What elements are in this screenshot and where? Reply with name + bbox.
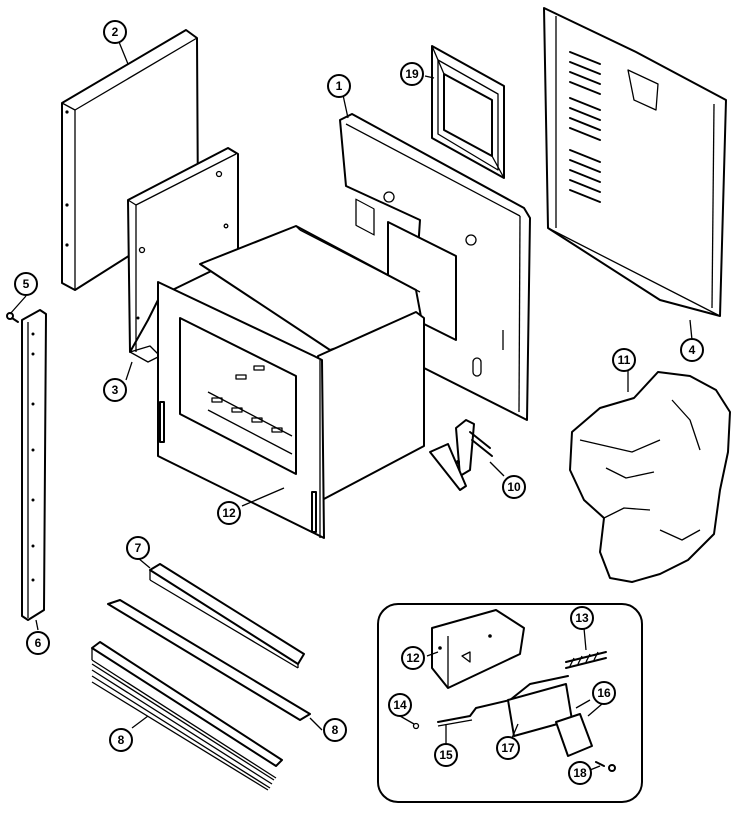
oven-cavity (157, 225, 425, 539)
svg-text:13: 13 (575, 611, 589, 625)
part-16-switch (555, 699, 593, 757)
part-14-pin (412, 722, 420, 730)
callout-12-inset: 12 (401, 646, 425, 670)
part-3-inner-panel (127, 147, 239, 363)
part-5-screw (6, 312, 19, 323)
svg-text:2: 2 (112, 25, 119, 39)
part-19-window-frame (431, 45, 505, 179)
callout-16: 16 (592, 681, 616, 705)
callout-14: 14 (388, 693, 412, 717)
callout-4: 4 (680, 338, 704, 362)
svg-text:4: 4 (689, 343, 696, 357)
callout-17: 17 (496, 736, 520, 760)
callout-1: 1 (327, 74, 351, 98)
svg-text:17: 17 (501, 741, 515, 755)
svg-text:12: 12 (406, 651, 420, 665)
callout-12-cavity: 12 (217, 501, 241, 525)
svg-text:19: 19 (405, 67, 419, 81)
svg-text:3: 3 (112, 383, 119, 397)
callout-7: 7 (126, 536, 150, 560)
svg-text:12: 12 (222, 506, 236, 520)
part-15-rod (437, 675, 569, 727)
callout-2: 2 (103, 20, 127, 44)
svg-text:8: 8 (118, 733, 125, 747)
svg-text:7: 7 (135, 541, 142, 555)
callout-10: 10 (502, 475, 526, 499)
callout-19: 19 (400, 62, 424, 86)
svg-text:14: 14 (393, 698, 407, 712)
part-4-rear-cover (543, 7, 727, 317)
callout-11: 11 (612, 348, 636, 372)
svg-text:16: 16 (597, 686, 611, 700)
svg-text:1: 1 (336, 79, 343, 93)
callout-18: 18 (568, 761, 592, 785)
vent-slots (569, 51, 601, 203)
part-10-hinge-bracket (429, 419, 493, 491)
svg-text:5: 5 (23, 277, 30, 291)
callout-13: 13 (570, 606, 594, 630)
cavity-slots (211, 365, 283, 433)
callout-8-left: 8 (109, 728, 133, 752)
callout-5: 5 (14, 272, 38, 296)
leader-lines (9, 41, 693, 771)
svg-text:18: 18 (573, 766, 587, 780)
part-13-spring (565, 651, 607, 669)
callout-3: 3 (103, 378, 127, 402)
svg-text:6: 6 (35, 636, 42, 650)
svg-text:10: 10 (507, 480, 521, 494)
svg-text:11: 11 (618, 353, 631, 367)
grille-lines (91, 663, 275, 791)
part-12-inset-bracket (431, 609, 525, 689)
part-7-channel (149, 563, 305, 669)
part-6-vertical-trim (21, 309, 47, 621)
svg-text:8: 8 (332, 723, 339, 737)
svg-text:15: 15 (439, 748, 453, 762)
callout-6: 6 (26, 631, 50, 655)
part-8-bottom-trim (91, 599, 311, 791)
part-18-screw (595, 761, 616, 772)
part-11-insulation (569, 371, 731, 583)
inset-frame (377, 603, 643, 803)
callout-15: 15 (434, 743, 458, 767)
callout-8-right: 8 (323, 718, 347, 742)
